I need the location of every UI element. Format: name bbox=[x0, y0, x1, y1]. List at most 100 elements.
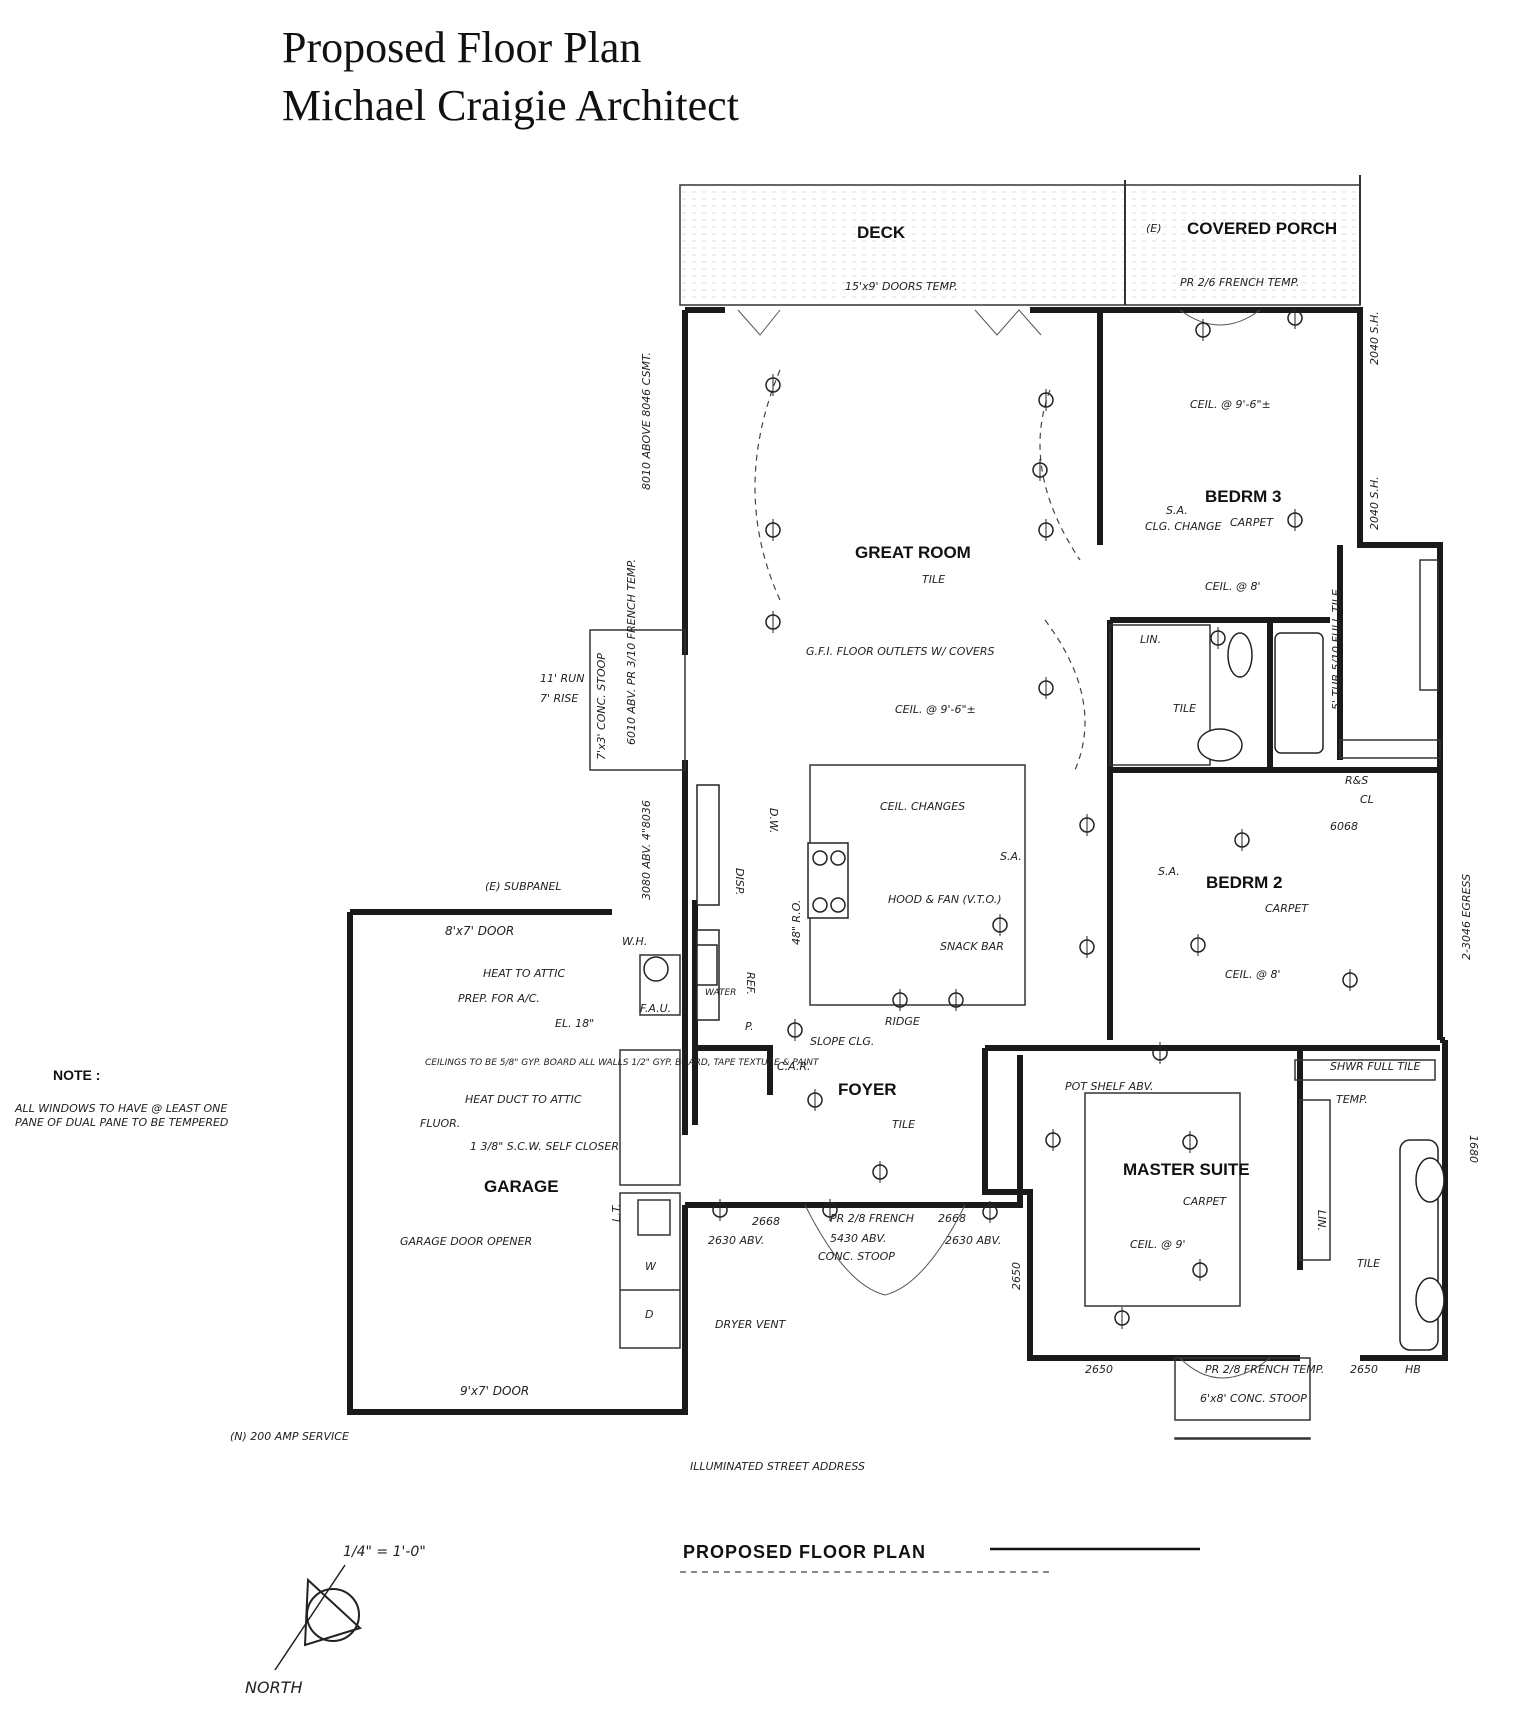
ann-ceil-8-b2: CEIL. @ 8' bbox=[1225, 968, 1281, 981]
ann-front-2668-r: 2668 bbox=[938, 1212, 966, 1225]
ann-win-2650-a: 2650 bbox=[1085, 1363, 1113, 1376]
ann-front-2668-l: 2668 bbox=[752, 1215, 780, 1228]
ann-win-2040-b3: 2040 S.H. bbox=[1368, 476, 1381, 530]
ann-door-8x7: 8'x7' DOOR bbox=[445, 924, 514, 938]
ann-dw: D.W. bbox=[767, 808, 780, 833]
room-master-suite: MASTER SUITE bbox=[1123, 1160, 1250, 1179]
ann-gfi-floor: G.F.I. FLOOR OUTLETS W/ COVERS bbox=[806, 645, 994, 658]
ann-rs: R&S bbox=[1345, 774, 1368, 787]
ann-clg-change: CLG. CHANGE bbox=[1145, 520, 1222, 533]
exterior-walls bbox=[347, 307, 1448, 1415]
ann-run: 11' RUN bbox=[540, 672, 584, 685]
header-architect: Michael Craigie Architect bbox=[282, 81, 739, 130]
ann-ceil-96-top: CEIL. @ 9'-6"± bbox=[1190, 398, 1271, 411]
ann-front-2630-r: 2630 ABV. bbox=[945, 1234, 1001, 1247]
ann-door-9x7: 9'x7' DOOR bbox=[460, 1384, 529, 1398]
ann-sa-b2: S.A. bbox=[1158, 865, 1180, 878]
ann-street-address: ILLUMINATED STREET ADDRESS bbox=[690, 1460, 865, 1473]
ann-conc-stoop-front: CONC. STOOP bbox=[818, 1250, 895, 1263]
ann-win-2650-left: 2650 bbox=[1010, 1262, 1023, 1290]
ann-french-side: 6010 ABV. PR 3/10 FRENCH TEMP. bbox=[625, 559, 638, 745]
ann-lin-ms: LIN. bbox=[1315, 1210, 1328, 1231]
ann-tub: 5' TUB 5/10 FULL TILE bbox=[1330, 589, 1343, 710]
ann-tile-foyer: TILE bbox=[892, 1118, 915, 1131]
footer-north: NORTH bbox=[245, 1678, 302, 1697]
note-heading: NOTE : bbox=[53, 1067, 100, 1083]
ann-shwr: SHWR FULL TILE bbox=[1330, 1060, 1420, 1073]
ann-concrete-stoop-side: 7'x3' CONC. STOOP bbox=[595, 653, 608, 760]
room-bedrm3: BEDRM 3 bbox=[1205, 487, 1282, 506]
electrical-symbols bbox=[712, 307, 1358, 1329]
ann-lin: LIN. bbox=[1140, 633, 1161, 646]
ann-p: P. bbox=[745, 1020, 754, 1033]
ann-hb: HB bbox=[1405, 1363, 1421, 1376]
covered-porch-prefix: (E) bbox=[1146, 222, 1162, 235]
ann-pr28-rear: PR 2/8 FRENCH TEMP. bbox=[1205, 1363, 1324, 1376]
ann-win-1680: 1680 bbox=[1467, 1135, 1480, 1163]
ann-sa-b3: S.A. bbox=[1166, 504, 1188, 517]
ann-el18: EL. 18" bbox=[555, 1017, 594, 1030]
header-title: Proposed Floor Plan bbox=[282, 23, 642, 72]
note-line1: ALL WINDOWS TO HAVE @ LEAST ONE bbox=[14, 1102, 227, 1115]
ann-front-5430: 5430 ABV. bbox=[830, 1232, 886, 1245]
ann-stoop-6x8: 6'x8' CONC. STOOP bbox=[1200, 1392, 1307, 1405]
interior-details bbox=[589, 559, 1445, 1440]
note-line2: PANE OF DUAL PANE TO BE TEMPERED bbox=[15, 1116, 228, 1129]
ann-doors-15x9: 15'x9' DOORS TEMP. bbox=[845, 280, 958, 293]
ann-ceil-96-gr: CEIL. @ 9'-6"± bbox=[895, 703, 976, 716]
ann-snack-bar: SNACK BAR bbox=[940, 940, 1004, 953]
ann-pr26-french: PR 2/6 FRENCH TEMP. bbox=[1180, 276, 1299, 289]
ann-rise: 7' RISE bbox=[540, 692, 578, 705]
ann-carpet-b3: CARPET bbox=[1230, 516, 1274, 529]
ann-carpet-b2: CARPET bbox=[1265, 902, 1309, 915]
ann-win-2040-top: 2040 S.H. bbox=[1368, 311, 1381, 365]
ann-subpanel: (E) SUBPANEL bbox=[485, 880, 562, 893]
ann-carpet-ms: CARPET bbox=[1183, 1195, 1227, 1208]
ann-hood-fan: HOOD & FAN (V.T.O.) bbox=[888, 893, 1002, 906]
room-covered-porch: COVERED PORCH bbox=[1187, 219, 1337, 238]
ann-heat-attic: HEAT TO ATTIC bbox=[483, 967, 565, 980]
ann-ref: REF. bbox=[744, 972, 757, 995]
ann-ceilings-note: CEILINGS TO BE 5/8" GYP. BOARD ALL WALLS… bbox=[425, 1058, 820, 1068]
ann-fluor: FLUOR. bbox=[420, 1117, 460, 1130]
ann-dryer-vent: DRYER VENT bbox=[715, 1318, 787, 1331]
deck-area bbox=[679, 175, 1361, 306]
ann-ceil-changes: CEIL. CHANGES bbox=[880, 800, 965, 813]
ann-bar-48: 48" R.O. bbox=[790, 900, 803, 945]
ann-egress: 2-3046 EGRESS bbox=[1460, 874, 1473, 960]
ann-win-2650-b: 2650 bbox=[1350, 1363, 1378, 1376]
ann-prep-ac: PREP. FOR A/C. bbox=[458, 992, 540, 1005]
ann-lt: L.T. bbox=[610, 1203, 623, 1222]
footer-plan-label: PROPOSED FLOOR PLAN bbox=[683, 1542, 926, 1562]
ann-ww-6068: 6068 bbox=[1330, 820, 1358, 833]
ann-tile-gr: TILE bbox=[922, 573, 945, 586]
north-arrow-icon bbox=[274, 1564, 362, 1671]
ann-fau: F.A.U. bbox=[640, 1002, 671, 1015]
ann-tile-bath: TILE bbox=[1173, 702, 1196, 715]
ann-service: (N) 200 AMP SERVICE bbox=[230, 1430, 349, 1443]
ann-cl: CL bbox=[1360, 793, 1374, 806]
ann-tile-ms: TILE bbox=[1357, 1257, 1380, 1270]
ann-pot-shelf: POT SHELF ABV. bbox=[1065, 1080, 1154, 1093]
annotations: 15'x9' DOORS TEMP. PR 2/6 FRENCH TEMP. C… bbox=[230, 276, 1480, 1473]
ann-d: D bbox=[645, 1308, 653, 1321]
ann-slope-clg: SLOPE CLG. bbox=[810, 1035, 874, 1048]
ann-car: C.A.R. bbox=[777, 1060, 811, 1073]
room-great-room: GREAT ROOM bbox=[855, 543, 971, 562]
ann-win-8010: 8010 ABOVE 8046 CSMT. bbox=[640, 352, 653, 490]
ann-temp: TEMP. bbox=[1336, 1093, 1368, 1106]
ann-wh: W.H. bbox=[622, 935, 647, 948]
door-swings bbox=[737, 309, 1271, 1379]
ann-win-3080: 3080 ABV. 4"8036 bbox=[640, 800, 653, 900]
ann-garage-opener: GARAGE DOOR OPENER bbox=[400, 1235, 532, 1248]
room-foyer: FOYER bbox=[838, 1080, 897, 1099]
ann-sa-gr: S.A. bbox=[1000, 850, 1022, 863]
room-bedrm2: BEDRM 2 bbox=[1206, 873, 1283, 892]
ann-water: WATER bbox=[705, 988, 736, 998]
ann-ridge: RIDGE bbox=[885, 1015, 920, 1028]
ann-heat-duct: HEAT DUCT TO ATTIC bbox=[465, 1093, 582, 1106]
ann-w: W bbox=[645, 1260, 657, 1273]
ann-ceil-8-b3: CEIL. @ 8' bbox=[1205, 580, 1261, 593]
room-garage: GARAGE bbox=[484, 1177, 559, 1196]
